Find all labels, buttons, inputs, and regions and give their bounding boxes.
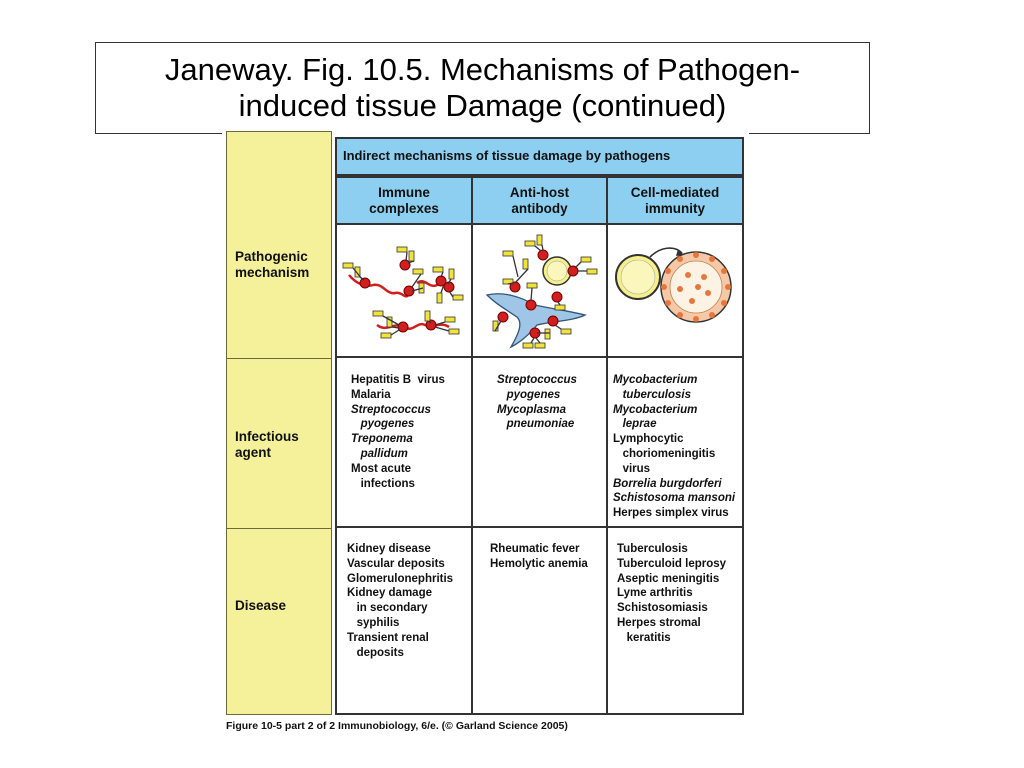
list-item: deposits	[347, 646, 404, 659]
figure-table: Pathogenic mechanism Infectious agent Di…	[222, 131, 749, 735]
row-divider	[227, 358, 331, 359]
list-item: Malaria	[351, 388, 391, 401]
list-item: Aseptic meningitis	[617, 572, 720, 585]
cell-mediated-illustration	[615, 247, 732, 323]
banner-header: Indirect mechanisms of tissue damage by …	[335, 137, 744, 176]
list-item: infections	[351, 477, 415, 490]
list-item: choriomeningitis	[613, 447, 716, 460]
list-item: Lymphocytic	[613, 433, 684, 446]
list-item: Transient renal	[347, 631, 429, 644]
list-item: Herpes stromal	[617, 616, 701, 629]
list-item: tuberculosis	[613, 388, 691, 401]
list-item: pneumoniae	[497, 418, 575, 431]
list-item: Streptococcus	[497, 374, 577, 386]
list-item: Tuberculoid leprosy	[617, 557, 727, 570]
slide-title: Janeway. Fig. 10.5. Mechanisms of Pathog…	[164, 52, 801, 123]
list-item: Mycobacterium	[613, 403, 698, 416]
list-item: Hepatitis B virus	[351, 374, 445, 386]
row-label-infectious-agent: Infectious agent	[235, 429, 299, 460]
list-item: pyogenes	[497, 388, 561, 401]
list-item: Lyme arthritis	[617, 587, 693, 600]
list-item: keratitis	[617, 631, 671, 644]
list-item: Vascular deposits	[347, 557, 445, 570]
list-item: Schistosomiasis	[617, 602, 708, 615]
list-item: in secondary	[347, 602, 428, 615]
list-item: Glomerulonephritis	[347, 572, 454, 585]
row-label-pathogenic-mechanism: Pathogenic mechanism	[235, 249, 310, 280]
list-item: pallidum	[351, 447, 408, 460]
row-label-disease: Disease	[235, 598, 287, 613]
list-item: Streptococcus	[351, 403, 431, 416]
column-header-immune-complexes: Immune complexes	[335, 176, 473, 225]
list-item: Herpes simplex virus	[613, 507, 729, 520]
cell-mechanism-cell-mediated-immunity	[606, 223, 744, 358]
cell-mechanism-anti-host-antibody	[471, 223, 608, 358]
immune-complex-illustration	[342, 246, 464, 339]
column-header-cell-mediated-immunity: Cell-mediated immunity	[606, 176, 744, 225]
list-item: Hemolytic anemia	[490, 557, 588, 570]
list-item: Kidney disease	[347, 543, 431, 555]
column-header-label: Immune complexes	[369, 184, 439, 216]
list-item: virus	[613, 462, 651, 475]
list-item: Most acute	[351, 462, 412, 475]
list-item: pyogenes	[351, 418, 415, 431]
row-divider	[227, 528, 331, 529]
list-item: Kidney damage	[347, 587, 432, 600]
column-header-label: Cell-mediated immunity	[630, 184, 720, 216]
list-item: Mycoplasma	[497, 403, 567, 416]
list-item: Tuberculosis	[617, 543, 688, 555]
column-header-label: Anti-host antibody	[509, 184, 570, 216]
list-item: Mycobacterium	[613, 374, 698, 386]
list-item: Rheumatic fever	[490, 543, 580, 555]
slide-title-box: Janeway. Fig. 10.5. Mechanisms of Pathog…	[95, 42, 870, 134]
anti-host-antibody-illustration	[485, 234, 598, 349]
figure-caption: Figure 10-5 part 2 of 2 Immunobiology, 6…	[226, 720, 568, 732]
row-label-column: Pathogenic mechanism Infectious agent Di…	[226, 131, 332, 715]
list-item: syphilis	[347, 616, 400, 629]
column-header-anti-host-antibody: Anti-host antibody	[471, 176, 608, 225]
list-item: Treponema	[351, 433, 413, 446]
list-item: Schistosoma mansoni	[613, 492, 736, 505]
list-item: Borrelia burgdorferi	[613, 477, 722, 490]
list-item: leprae	[613, 418, 657, 431]
cell-mechanism-immune-complexes	[335, 223, 473, 358]
